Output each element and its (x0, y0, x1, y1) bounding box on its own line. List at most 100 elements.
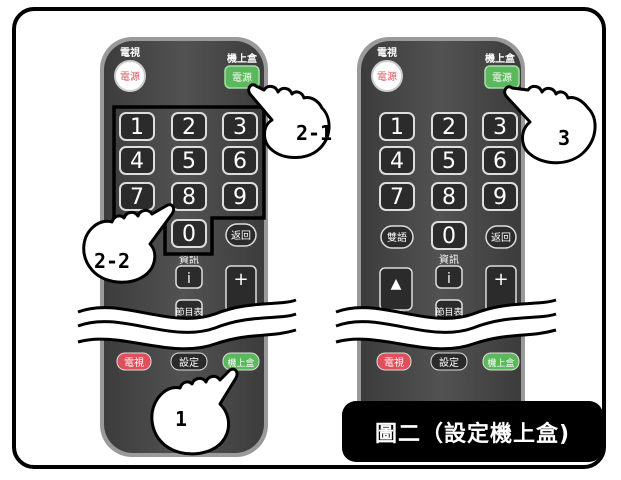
tv-label: 電視 (120, 46, 140, 59)
digit-3-button-r[interactable]: 3 (482, 112, 518, 141)
digit-5-button-r[interactable]: 5 (431, 146, 467, 175)
stb-power-button-r[interactable]: 電源 (484, 65, 520, 89)
tv-input-label: 電視 (124, 356, 144, 369)
digit-8-r: 8 (442, 185, 456, 210)
hand-pointer-icon (150, 367, 239, 456)
info-glyph-r: i (447, 271, 451, 287)
back-label: 返回 (231, 230, 251, 242)
digit-2-button[interactable]: 2 (171, 112, 207, 141)
step-3-label: 3 (558, 126, 570, 150)
stb-power-button[interactable]: 電源 (224, 65, 260, 89)
stb-label-r: 機上盒 (485, 52, 516, 65)
bilingual-button[interactable]: 雙語 (380, 225, 414, 249)
hand-step-2-2: 2-2 (82, 203, 176, 284)
tv-input-button[interactable]: 電視 (116, 352, 152, 371)
wave-cut-right (335, 298, 557, 351)
stb-label: 機上盒 (227, 52, 258, 65)
digit-2-button-r[interactable]: 2 (431, 112, 467, 141)
digit-3-button[interactable]: 3 (222, 112, 258, 141)
stb-power-label-r: 電源 (492, 71, 512, 84)
digit-9-r: 9 (493, 185, 507, 210)
digit-6-button[interactable]: 6 (222, 146, 258, 175)
back-label-r: 返回 (491, 232, 511, 244)
tv-power-button-r[interactable]: 電源 (371, 60, 403, 92)
digit-7-button-r[interactable]: 7 (379, 182, 415, 211)
settings-label: 設定 (179, 356, 199, 369)
tv-power-label-r: 電源 (377, 70, 397, 83)
digit-0-button-r[interactable]: 0 (431, 221, 467, 250)
channel-up-button[interactable]: + (225, 265, 257, 313)
hand-pointer-icon (503, 84, 597, 165)
info-caption-r: 資訊 (439, 253, 459, 266)
stb-input-label-r: 機上盒 (487, 357, 514, 369)
back-button[interactable]: 返回 (225, 223, 257, 247)
up-arrow-glyph: ▲ (391, 276, 402, 292)
bilingual-label: 雙語 (387, 231, 407, 244)
tv-input-button-r[interactable]: 電視 (376, 352, 412, 371)
remote-left: 電視 機上盒 電源 電源 1 2 3 4 5 6 7 8 9 (100, 37, 268, 457)
digit-8: 8 (182, 185, 196, 210)
digit-7: 7 (130, 185, 144, 210)
digit-5-button[interactable]: 5 (171, 146, 207, 175)
stb-input-label: 機上盒 (227, 357, 254, 369)
digit-2: 2 (182, 115, 196, 140)
stb-power-label: 電源 (232, 71, 252, 84)
digit-8-button[interactable]: 8 (171, 182, 207, 211)
info-button[interactable]: i (175, 265, 203, 289)
stb-input-button-r[interactable]: 機上盒 (482, 352, 520, 371)
wave-cut-left (77, 298, 297, 351)
tv-power-label: 電源 (120, 70, 140, 83)
digit-9: 9 (233, 185, 247, 210)
digit-2-r: 2 (442, 115, 456, 140)
hand-pointer-icon (82, 203, 176, 284)
info-caption: 資訊 (179, 253, 199, 266)
program-label-r: 節目表 (435, 306, 462, 318)
hand-step-1: 1 (150, 367, 239, 456)
digit-4: 4 (130, 149, 144, 174)
hand-step-3: 3 (503, 84, 597, 165)
tv-input-label-r: 電視 (384, 356, 404, 369)
settings-label-r: 設定 (439, 356, 459, 369)
digit-9-button[interactable]: 9 (222, 182, 258, 211)
info-glyph: i (187, 271, 191, 287)
step-2-2-label: 2-2 (94, 249, 130, 273)
digit-1: 1 (130, 115, 144, 140)
tv-label-r: 電視 (377, 46, 397, 59)
digit-1-button-r[interactable]: 1 (379, 112, 415, 141)
digit-3-r: 3 (493, 115, 507, 140)
digit-3: 3 (233, 115, 247, 140)
digit-0-r: 0 (442, 224, 456, 249)
digit-4-button[interactable]: 4 (119, 146, 155, 175)
digit-4-button-r[interactable]: 4 (379, 146, 415, 175)
arrow-up-button[interactable]: ▲ (379, 267, 413, 311)
digit-0: 0 (182, 222, 196, 247)
digit-1-button[interactable]: 1 (119, 112, 155, 141)
digit-9-button-r[interactable]: 9 (482, 182, 518, 211)
digit-0-button[interactable]: 0 (171, 219, 207, 248)
digit-5: 5 (182, 149, 196, 174)
figure-caption-text: 圖二（設定機上盒) (374, 421, 571, 447)
digit-4-r: 4 (390, 149, 404, 174)
step-1-label: 1 (175, 407, 187, 431)
digit-7-button[interactable]: 7 (119, 182, 155, 211)
hand-pointer-icon (247, 83, 331, 159)
program-label: 節目表 (175, 306, 202, 318)
settings-button-r[interactable]: 設定 (430, 352, 468, 371)
digit-6-button-r[interactable]: 6 (482, 146, 518, 175)
digit-5-r: 5 (442, 149, 456, 174)
figure-caption: 圖二（設定機上盒) (342, 401, 603, 462)
info-button-r[interactable]: i (435, 265, 463, 289)
plus-glyph: + (233, 269, 248, 290)
hand-step-2-1: 2-1 (247, 83, 332, 159)
digit-7-r: 7 (390, 185, 404, 210)
settings-button[interactable]: 設定 (170, 352, 208, 371)
digit-6: 6 (233, 149, 247, 174)
digit-8-button-r[interactable]: 8 (431, 182, 467, 211)
tv-power-button[interactable]: 電源 (114, 60, 146, 92)
remote-right: 電視 機上盒 電源 電源 1 2 3 4 5 6 7 8 9 0 (357, 37, 525, 457)
digit-6-r: 6 (493, 149, 507, 174)
back-button-r[interactable]: 返回 (485, 225, 517, 249)
stb-input-button[interactable]: 機上盒 (222, 352, 260, 371)
